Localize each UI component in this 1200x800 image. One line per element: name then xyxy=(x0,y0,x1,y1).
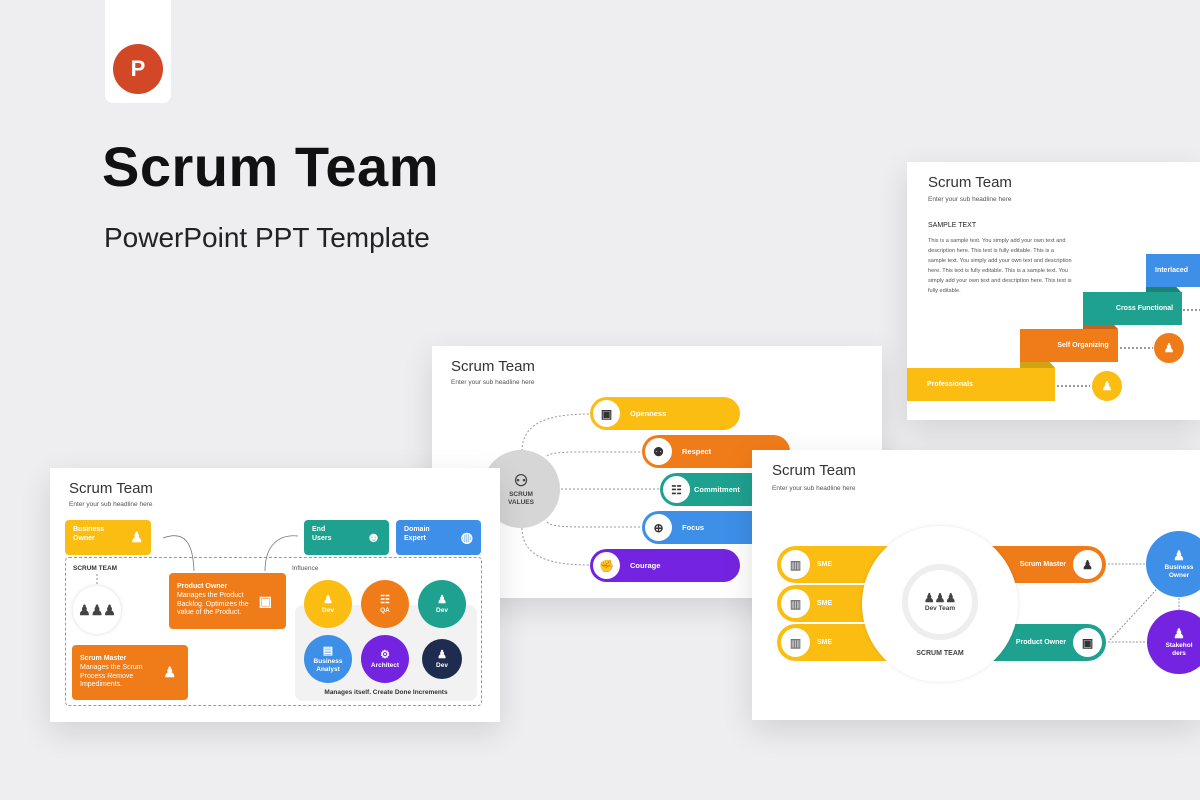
building-icon: ▥ xyxy=(781,589,810,618)
scrum-team-boundary xyxy=(65,557,482,706)
team-icon: ♟♟♟ xyxy=(923,590,957,605)
role-dev: ♟Dev xyxy=(418,580,466,628)
panel-caption: Manages itself. Create Done Increments xyxy=(324,689,448,696)
backlog-hand-icon: ▣ xyxy=(258,593,272,609)
slide-dev-team[interactable]: Scrum Team Enter your sub headline here … xyxy=(752,450,1200,720)
connector-lines xyxy=(521,413,660,566)
powerpoint-icon: P xyxy=(113,44,163,94)
scrum-team-label: SCRUM TEAM xyxy=(916,650,964,657)
business-owner-box: Business Owner♟ xyxy=(65,520,151,555)
building-icon: ▥ xyxy=(781,628,810,657)
app-logo-tile: P xyxy=(105,0,171,103)
domain-expert-box: Domain Expert◍ xyxy=(396,520,481,555)
scrum-team-label: SCRUM TEAM xyxy=(73,565,118,572)
slide-title: Scrum Team xyxy=(69,480,153,497)
value-courage: ✊Courage xyxy=(590,549,740,582)
sample-paragraph: This is a sample text. You simply add yo… xyxy=(928,238,1072,294)
person-icon: ♟ xyxy=(1092,371,1122,401)
slide-title: Scrum Team xyxy=(451,358,535,375)
relationship-arrows xyxy=(96,535,299,584)
presenter-icon: ♟ xyxy=(1173,548,1185,564)
dev-team-circle: ♟♟♟Dev Team xyxy=(902,564,978,640)
user-icon: ☻ xyxy=(366,529,381,545)
slide-subtitle: Enter your sub headline here xyxy=(772,485,856,492)
person-icon: ♟ xyxy=(437,593,447,606)
presenter-icon: ♟ xyxy=(1073,550,1102,579)
slide-title: Scrum Team xyxy=(928,174,1012,191)
role-business-analyst: ▤Business Analyst xyxy=(304,635,352,683)
hero-subtitle: PowerPoint PPT Template xyxy=(104,222,430,253)
slide-scrum-team[interactable]: Scrum Team Enter your sub headline here … xyxy=(50,468,500,722)
box-icon: ▣ xyxy=(593,400,620,427)
presenter-icon: ☷ xyxy=(663,476,690,503)
role-dev: ♟Dev xyxy=(304,580,352,628)
value-openness: ▣Openness xyxy=(590,397,740,430)
role-architect: ⚙Architect xyxy=(361,635,409,683)
target-icon: ⊕ xyxy=(645,514,672,541)
step-cross-functional: Cross Functional xyxy=(1083,292,1182,325)
influence-label: Influence xyxy=(292,565,319,572)
hero-title: Scrum Team xyxy=(102,135,439,198)
slide-subtitle: Enter your sub headline here xyxy=(69,501,153,508)
discussion-icon: ☷ xyxy=(380,593,390,606)
person-icon: ♟ xyxy=(437,648,447,661)
business-owner-node: ♟Business Owner xyxy=(1146,531,1200,597)
relationship-arrows xyxy=(1108,563,1180,643)
slide-subtitle: Enter your sub headline here xyxy=(928,196,1012,203)
org-chart-icon: ♟ xyxy=(1173,626,1185,642)
stakeholders-node: ♟Stakehol ders xyxy=(1147,610,1200,674)
role-qa: ☷QA xyxy=(361,580,409,628)
role-dev: ♟Dev xyxy=(422,639,462,679)
step-self-organizing: Self Organizing xyxy=(1020,329,1118,362)
presenter-icon: ♟ xyxy=(1154,333,1184,363)
sample-heading: SAMPLE TEXT xyxy=(928,222,977,229)
team-icon: ♟♟♟ xyxy=(73,586,121,634)
handshake-icon: ⚉ xyxy=(645,438,672,465)
end-users-box: End Users☻ xyxy=(304,520,389,555)
architect-icon: ⚙ xyxy=(380,648,390,661)
people-network-icon: ⚇ xyxy=(513,472,529,490)
person-icon: ♟ xyxy=(323,593,333,606)
slide-scrum-steps[interactable]: Scrum Team Enter your sub headline here … xyxy=(907,162,1200,420)
step-professionals: Professionals xyxy=(907,368,1055,401)
building-icon: ▥ xyxy=(781,550,810,579)
backlog-hand-icon: ▣ xyxy=(1073,628,1102,657)
presenter-board-icon: ♟ xyxy=(163,664,176,680)
fist-icon: ✊ xyxy=(593,552,620,579)
globe-user-icon: ◍ xyxy=(460,529,473,545)
slide-title: Scrum Team xyxy=(772,462,856,479)
slide-subtitle: Enter your sub headline here xyxy=(451,379,535,386)
analyst-icon: ▤ xyxy=(322,644,334,657)
step-interlaced: Interlaced xyxy=(1146,254,1200,287)
presenter-icon: ♟ xyxy=(130,529,143,545)
